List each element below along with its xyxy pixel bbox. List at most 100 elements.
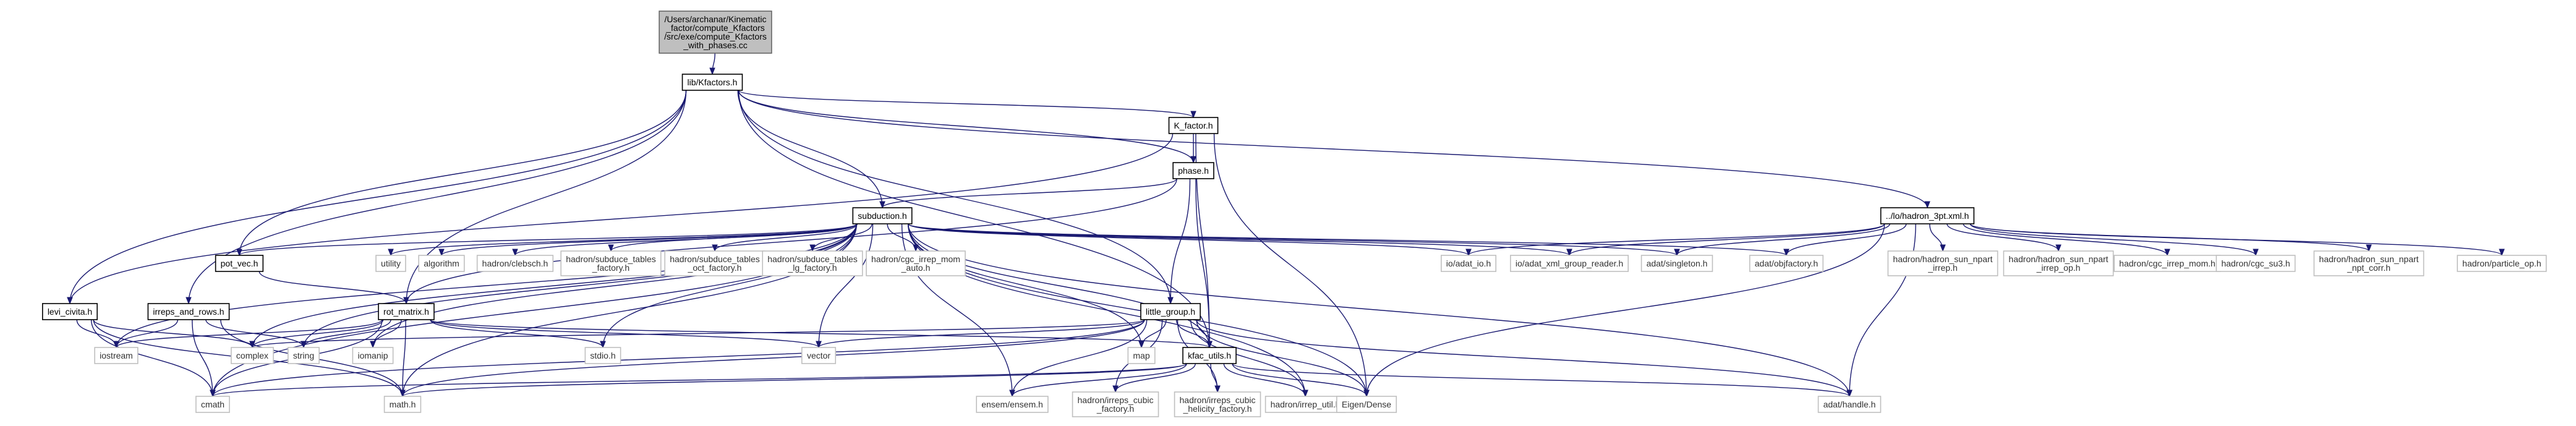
edge-littlegroup-to-complex	[249, 319, 1145, 349]
edge-line	[252, 319, 1145, 348]
edge-line	[908, 223, 1678, 256]
edge-line	[1232, 363, 1367, 397]
edge-root-to-kfactors	[709, 53, 715, 75]
node-box	[352, 347, 394, 364]
node-subtabfac[interactable]: hadron/subduce_tables_factory.h	[560, 250, 662, 276]
node-iostream[interactable]: iostream	[94, 347, 139, 364]
node-iomanip[interactable]: iomanip	[352, 347, 394, 364]
node-eigen[interactable]: Eigen/Dense	[1336, 396, 1397, 413]
node-handle[interactable]: adat/handle.h	[1817, 396, 1882, 413]
node-complex[interactable]: complex	[231, 347, 274, 364]
node-box	[1265, 396, 1346, 413]
node-particleop[interactable]: hadron/particle_op.h	[2457, 255, 2547, 272]
node-box	[147, 303, 230, 320]
node-box	[659, 11, 772, 54]
node-label-line: hadron/cgc_su3.h	[2221, 258, 2290, 268]
node-label: hadron/hadron_sun_npart_npt_corr.h	[2319, 254, 2418, 273]
node-mathh[interactable]: math.h	[383, 396, 422, 413]
edge-line	[402, 363, 1187, 397]
node-irreputil[interactable]: hadron/irrep_util.h	[1265, 396, 1346, 413]
node-label-line: hadron/subduce_tables	[566, 254, 656, 264]
arrow-head-icon	[600, 341, 606, 349]
node-utility[interactable]: utility	[375, 255, 406, 272]
node-map[interactable]: map	[1127, 347, 1156, 364]
node-cgcsu3[interactable]: hadron/cgc_su3.h	[2216, 255, 2296, 272]
node-label-line: phase.h	[1178, 166, 1209, 176]
node-vector[interactable]: vector	[801, 347, 837, 364]
node-box	[42, 303, 98, 320]
node-label: phase.h	[1178, 166, 1209, 176]
node-label: lib/Kfactors.h	[688, 77, 738, 87]
node-algorithm[interactable]: algorithm	[418, 255, 465, 272]
node-label-line: little_group.h	[1146, 307, 1195, 317]
edge-hadron3pt-to-sunirrep	[1929, 223, 1946, 252]
arrow-head-icon	[249, 341, 255, 349]
node-box	[94, 347, 139, 364]
node-label-line: irreps_and_rows.h	[153, 307, 224, 317]
node-cgcirrep[interactable]: hadron/cgc_irrep_mom_auto.h	[866, 250, 966, 276]
node-sunirrep[interactable]: hadron/hadron_sun_npart_irrep.h	[1887, 250, 1998, 276]
node-objfactory[interactable]: adat/objfactory.h	[1749, 255, 1824, 272]
arrow-head-icon	[2253, 249, 2259, 257]
edge-line	[116, 319, 383, 348]
node-label: adat/objfactory.h	[1755, 258, 1818, 268]
node-ensem[interactable]: ensem/ensem.h	[976, 396, 1049, 413]
node-box	[2457, 255, 2547, 272]
edge-line	[212, 223, 857, 397]
node-box	[762, 250, 863, 276]
edge-hadron3pt-to-sunirrepop	[1947, 223, 2062, 252]
node-irreps[interactable]: irreps_and_rows.h	[147, 303, 230, 320]
node-potvec[interactable]: pot_vec.h	[215, 255, 264, 272]
node-label-line: hadron/cgc_irrep_mom.h	[2119, 258, 2216, 268]
node-subtaboct[interactable]: hadron/subduce_tables_oct_factory.h	[664, 250, 766, 276]
arrow-head-icon	[1566, 249, 1572, 257]
node-kfactor[interactable]: K_factor.h	[1168, 117, 1219, 134]
arrow-head-icon	[809, 244, 816, 252]
node-rotmatrix[interactable]: rot_matrix.h	[378, 303, 435, 320]
node-irrepscubic[interactable]: hadron/irreps_cubic_factory.h	[1072, 391, 1159, 417]
node-label: rot_matrix.h	[383, 307, 429, 317]
node-root[interactable]: /Users/archanar/Kinematic_factor/compute…	[659, 11, 772, 54]
edge-subduction-to-adatio	[908, 223, 1472, 257]
node-phase[interactable]: phase.h	[1172, 162, 1214, 179]
node-box	[976, 396, 1049, 413]
node-adatio[interactable]: io/adat_io.h	[1440, 255, 1497, 272]
node-label-line: kfac_utils.h	[1188, 351, 1231, 360]
node-label: hadron/irreps_cubic_factory.h	[1078, 395, 1154, 414]
node-label-line: _factory.h	[592, 263, 629, 273]
node-string[interactable]: string	[288, 347, 320, 364]
node-stdio[interactable]: stdio.h	[584, 347, 621, 364]
node-box	[1640, 255, 1713, 272]
node-suncorr[interactable]: hadron/hadron_sun_npart_npt_corr.h	[2313, 250, 2425, 276]
node-subtablg[interactable]: hadron/subduce_tables_lg_factory.h	[762, 250, 863, 276]
arrow-head-icon	[1674, 249, 1680, 257]
node-label: hadron/subduce_tables_lg_factory.h	[767, 254, 858, 273]
edge-line	[1569, 223, 1885, 256]
arrow-head-icon	[709, 67, 715, 75]
node-label-line: _lg_factory.h	[787, 263, 837, 273]
node-box	[2216, 255, 2296, 272]
edge-line	[738, 90, 1928, 208]
node-box	[378, 303, 435, 320]
node-adatxml[interactable]: io/adat_xml_group_reader.h	[1510, 255, 1629, 272]
node-label-line: hadron/subduce_tables	[670, 254, 760, 264]
node-irrepshel[interactable]: hadron/irreps_cubic_helicity_factory.h	[1174, 391, 1261, 417]
node-littlegroup[interactable]: little_group.h	[1140, 303, 1201, 320]
edge-kfacutils-to-handle	[1232, 363, 1853, 398]
node-levicivita[interactable]: levi_civita.h	[42, 303, 98, 320]
node-clebsch[interactable]: hadron/clebsch.h	[476, 255, 554, 272]
node-subduction[interactable]: subduction.h	[852, 207, 913, 224]
node-cgcmom[interactable]: hadron/cgc_irrep_mom.h	[2113, 255, 2221, 272]
node-hadron3pt[interactable]: ../lo/hadron_3pt.xml.h	[1880, 207, 1975, 224]
arrow-head-icon	[2499, 249, 2505, 257]
node-label: iomanip	[357, 351, 388, 360]
edge-line	[908, 223, 1850, 397]
node-cmath[interactable]: cmath	[195, 396, 230, 413]
node-singleton[interactable]: adat/singleton.h	[1640, 255, 1713, 272]
node-sunirrepop[interactable]: hadron/hadron_sun_npart_irrep_op.h	[2003, 250, 2114, 276]
node-kfacutils[interactable]: kfac_utils.h	[1182, 347, 1237, 364]
node-kfactors[interactable]: lib/Kfactors.h	[681, 74, 743, 91]
edge-phase-to-subduction	[879, 178, 1177, 209]
arrow-head-icon	[1190, 156, 1196, 164]
edge-line	[69, 90, 687, 304]
